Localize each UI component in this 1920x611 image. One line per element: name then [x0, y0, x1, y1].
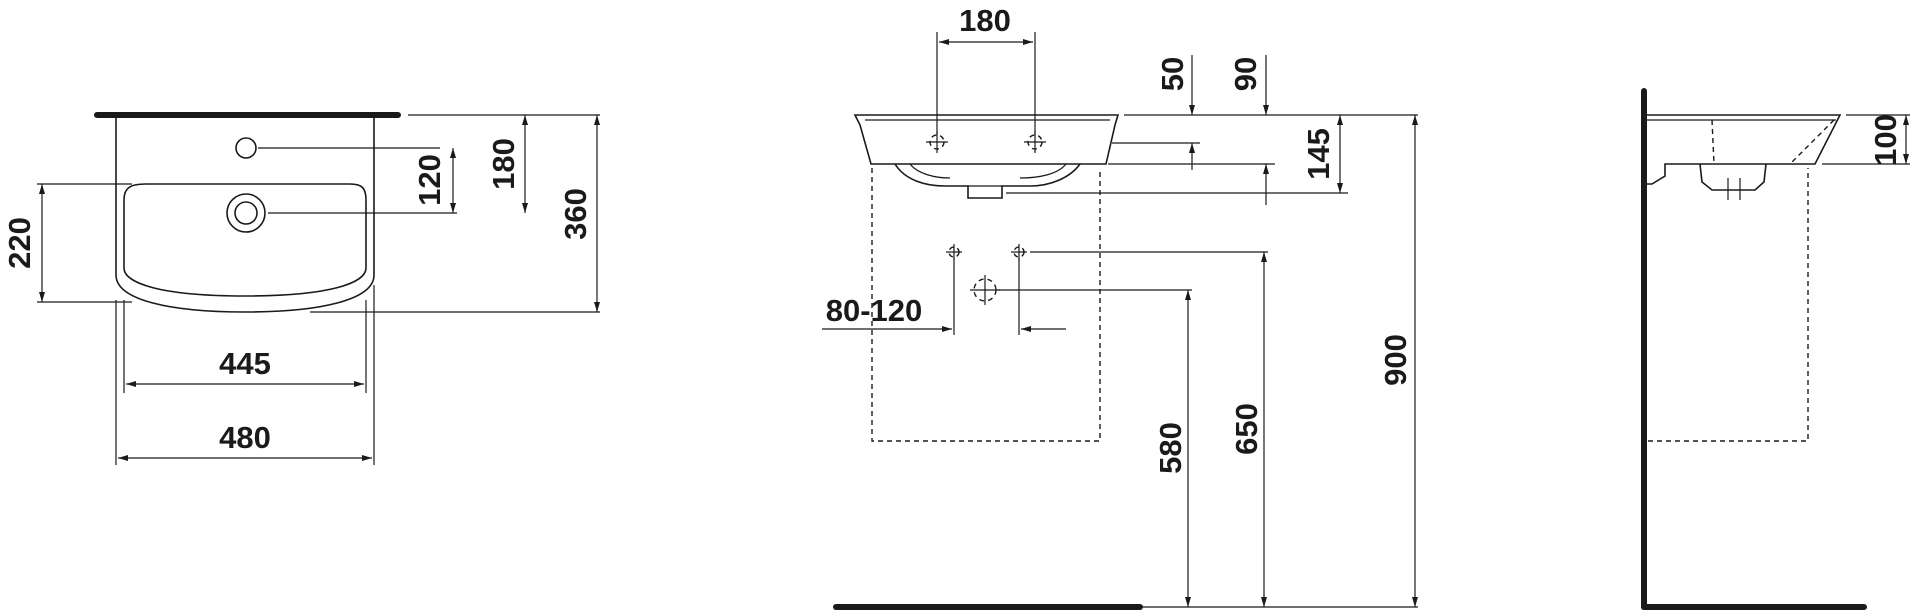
front-view: 180 50 90 145 80-120 580 650 900 [822, 3, 1418, 610]
dim-label-tap-to-front: 180 [486, 138, 521, 190]
side-cabinet-outline [1648, 168, 1809, 442]
dim-label-supply-height: 650 [1229, 403, 1264, 455]
dim-label-tap-to-basin: 120 [412, 154, 447, 206]
front-basin-outline [853, 114, 1120, 165]
supply-point-right [1011, 244, 1027, 260]
dim-label-total-depth: 360 [558, 188, 593, 240]
front-bowl-inner [909, 163, 1067, 179]
basin-outline [115, 117, 375, 313]
top-view: 220 120 180 360 445 480 [2, 112, 600, 465]
side-bowl-hidden [1711, 119, 1835, 165]
side-view: 100 [1641, 88, 1910, 610]
dim-label-height-total: 145 [1301, 128, 1336, 180]
tap-hole [235, 137, 257, 159]
dim-label-waste-height: 580 [1153, 422, 1188, 474]
drain-outer [226, 193, 266, 233]
front-bowl-underside [894, 163, 1081, 199]
supply-point-left [946, 244, 962, 260]
dim-label-side-height: 100 [1868, 114, 1903, 166]
bowl-outline [123, 183, 367, 297]
dim-label-tap-spacing: 180 [959, 3, 1011, 38]
dim-label-rim-height: 900 [1378, 334, 1413, 386]
side-basin-outline [1647, 114, 1842, 185]
dim-label-trap-range: 80-120 [826, 293, 923, 328]
waste-outlet [970, 275, 1000, 305]
dim-label-outer-width: 480 [219, 420, 271, 455]
dim-label-rim-to-outlet: 90 [1228, 57, 1263, 91]
front-cabinet-outline [871, 168, 1101, 442]
dim-label-basin-depth: 220 [2, 217, 37, 269]
drain-inner [234, 201, 258, 225]
dim-label-rim-thickness: 50 [1155, 57, 1190, 91]
dim-label-inner-width: 445 [219, 346, 271, 381]
side-trap [1699, 163, 1767, 191]
